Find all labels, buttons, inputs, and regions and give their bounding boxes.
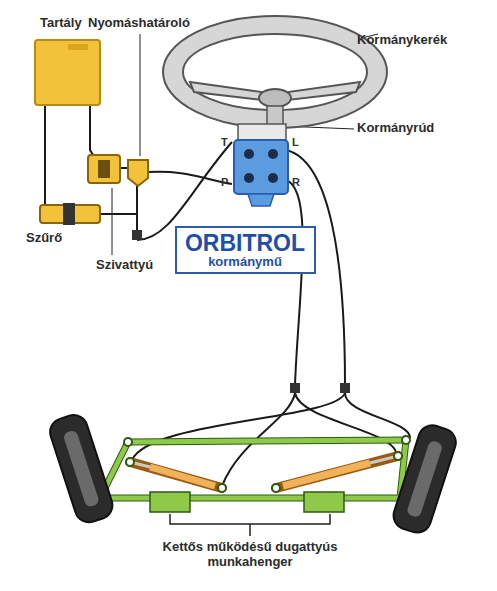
tank xyxy=(35,40,100,105)
part-name: Tartály xyxy=(40,16,82,31)
pressure-limiter xyxy=(128,160,148,186)
part-name: Kettős működésű dugattyús munkahenger xyxy=(150,540,350,570)
leader-lines xyxy=(112,34,378,255)
orbitrol-body xyxy=(234,140,288,194)
tee-fitting xyxy=(340,383,350,393)
road-wheel xyxy=(390,422,460,536)
pump xyxy=(88,155,120,183)
wheel-hub xyxy=(259,89,291,107)
axle-block xyxy=(304,492,344,512)
part-name: Kormányrúd xyxy=(357,121,434,136)
tank-cap xyxy=(68,44,88,50)
title-text: ORBITROL xyxy=(177,232,314,255)
part-name: Kormánykerék xyxy=(357,33,447,48)
pivots xyxy=(124,436,410,492)
port-letter: R xyxy=(292,176,300,189)
subtitle-text: kormánymű xyxy=(177,255,314,269)
port-letter: P xyxy=(221,176,228,189)
part-name: Szűrő xyxy=(26,231,62,246)
bracket xyxy=(170,514,330,536)
linkage-outline xyxy=(100,440,406,498)
part-name: Nyomáshatároló xyxy=(88,16,190,31)
port-letter: L xyxy=(292,136,299,149)
pump-core xyxy=(98,160,110,178)
tee-fitting xyxy=(290,383,300,393)
steering-column xyxy=(267,106,283,126)
orbitrol-top xyxy=(238,124,286,140)
tie-rods xyxy=(100,440,406,498)
axle-block xyxy=(150,492,190,512)
title-box: ORBITROLkormánymű xyxy=(175,226,316,274)
wheel-spokes xyxy=(190,82,360,126)
filter-core xyxy=(63,203,75,225)
part-name: Szivattyú xyxy=(96,258,153,273)
road-wheel xyxy=(47,411,117,525)
port-letter: T xyxy=(221,136,228,149)
cylinders xyxy=(130,456,398,488)
orbitrol-ports xyxy=(244,149,278,183)
orbitrol-base xyxy=(248,194,274,206)
hoses xyxy=(45,105,410,486)
steering-wheel xyxy=(163,16,387,128)
tee-fitting xyxy=(132,230,142,240)
